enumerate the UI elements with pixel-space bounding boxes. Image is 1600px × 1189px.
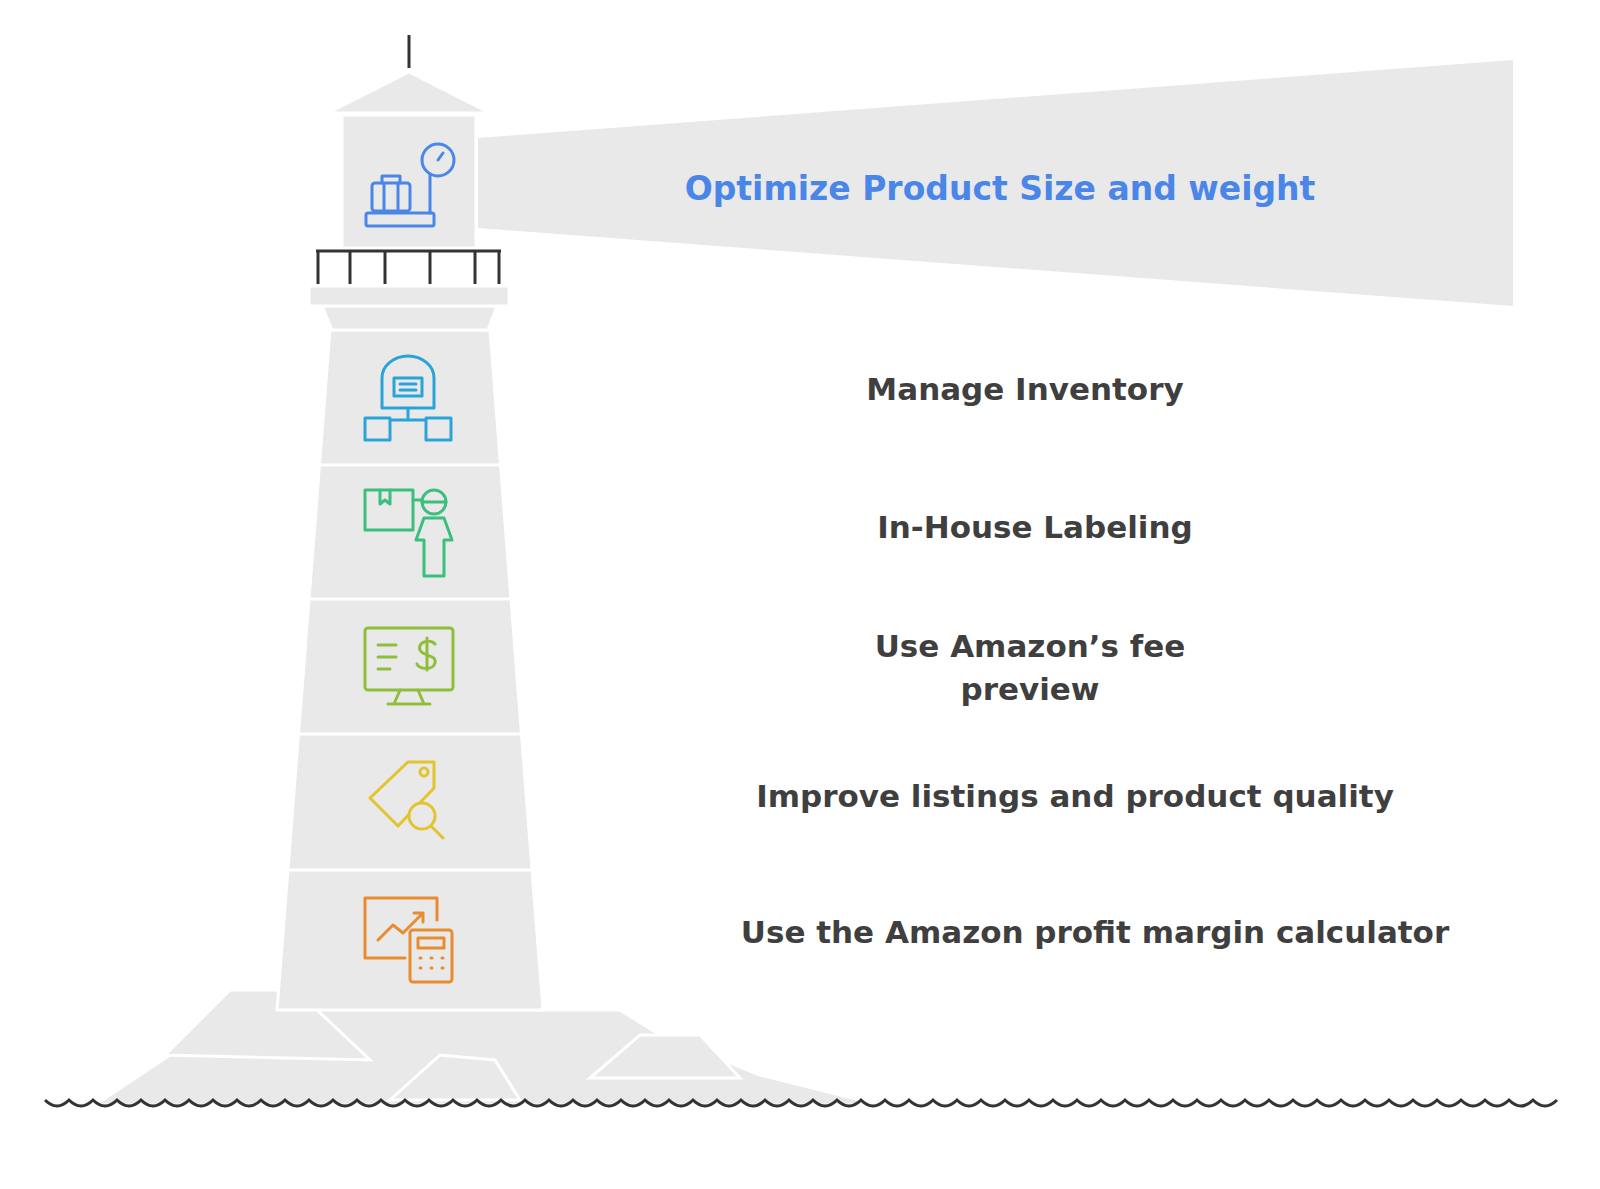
roof xyxy=(328,72,490,113)
gallery xyxy=(309,286,509,306)
step-label: In-House Labeling xyxy=(877,506,1192,549)
step-label: Manage Inventory xyxy=(866,368,1183,411)
tower xyxy=(277,330,543,1010)
lamp-room xyxy=(342,115,476,248)
chart-calculator-icon xyxy=(365,898,452,982)
beam-polygon xyxy=(478,60,1513,306)
scale-icon xyxy=(366,144,454,226)
delivery-person-icon xyxy=(365,490,452,576)
warehouse-icon xyxy=(365,356,451,440)
step-label: Use Amazon’s fee preview xyxy=(855,625,1205,712)
step-label: Improve listings and product quality xyxy=(756,775,1394,818)
antenna xyxy=(408,35,411,68)
beam-title: Optimize Product Size and weight xyxy=(685,169,1316,208)
railing xyxy=(316,251,501,284)
price-tag-search-icon xyxy=(370,762,443,838)
step-label: Use the Amazon profit margin calculator xyxy=(741,911,1449,954)
light-beam: Optimize Product Size and weight xyxy=(478,60,1513,306)
waves xyxy=(45,1100,1557,1106)
monitor-icon xyxy=(365,628,453,704)
